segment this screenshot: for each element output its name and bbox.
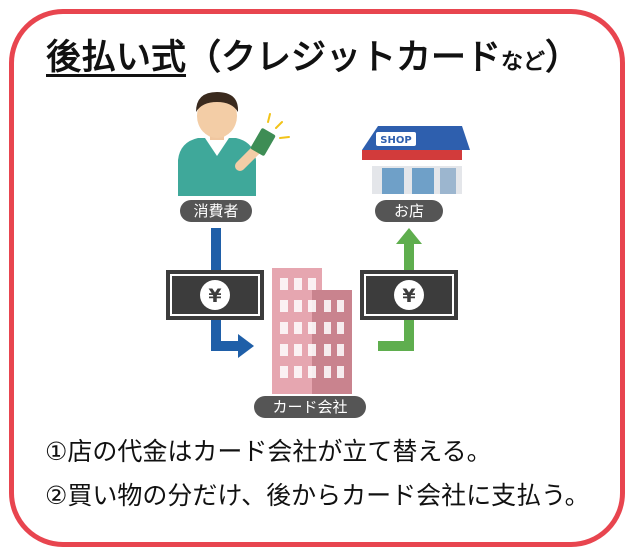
shop-sign-text: SHOP — [380, 135, 411, 146]
yen-symbol-left: ¥ — [208, 285, 221, 307]
shop-icon: SHOP — [362, 126, 470, 194]
shop-label-pill: お店 — [375, 200, 443, 222]
title-main: 後払い式 — [46, 38, 187, 78]
sparkle-icon — [267, 113, 290, 139]
title-paren-close: ） — [545, 38, 581, 78]
yen-symbol-right: ¥ — [402, 285, 415, 307]
title-small: など — [501, 50, 546, 75]
note-2: ②買い物の分だけ、後からカード会社に支払う。 — [45, 481, 590, 510]
title-paren-open: （ — [186, 38, 222, 78]
title-sub: クレジットカード — [221, 38, 502, 78]
yen-bill-left: ¥ — [166, 270, 264, 320]
page-title: 後払い式（クレジットカードなど） — [46, 36, 580, 85]
blue-arrow — [211, 228, 254, 358]
shop-label: お店 — [394, 202, 424, 220]
card-company-building-icon — [272, 268, 352, 394]
card-company-label-pill: カード会社 — [254, 396, 366, 418]
consumer-person-icon — [178, 92, 290, 196]
yen-bill-right: ¥ — [360, 270, 458, 320]
card-company-label: カード会社 — [272, 398, 347, 416]
consumer-label-pill: 消費者 — [180, 200, 252, 222]
consumer-label: 消費者 — [193, 202, 238, 220]
note-1: ①店の代金はカード会社が立て替える。 — [45, 437, 492, 466]
